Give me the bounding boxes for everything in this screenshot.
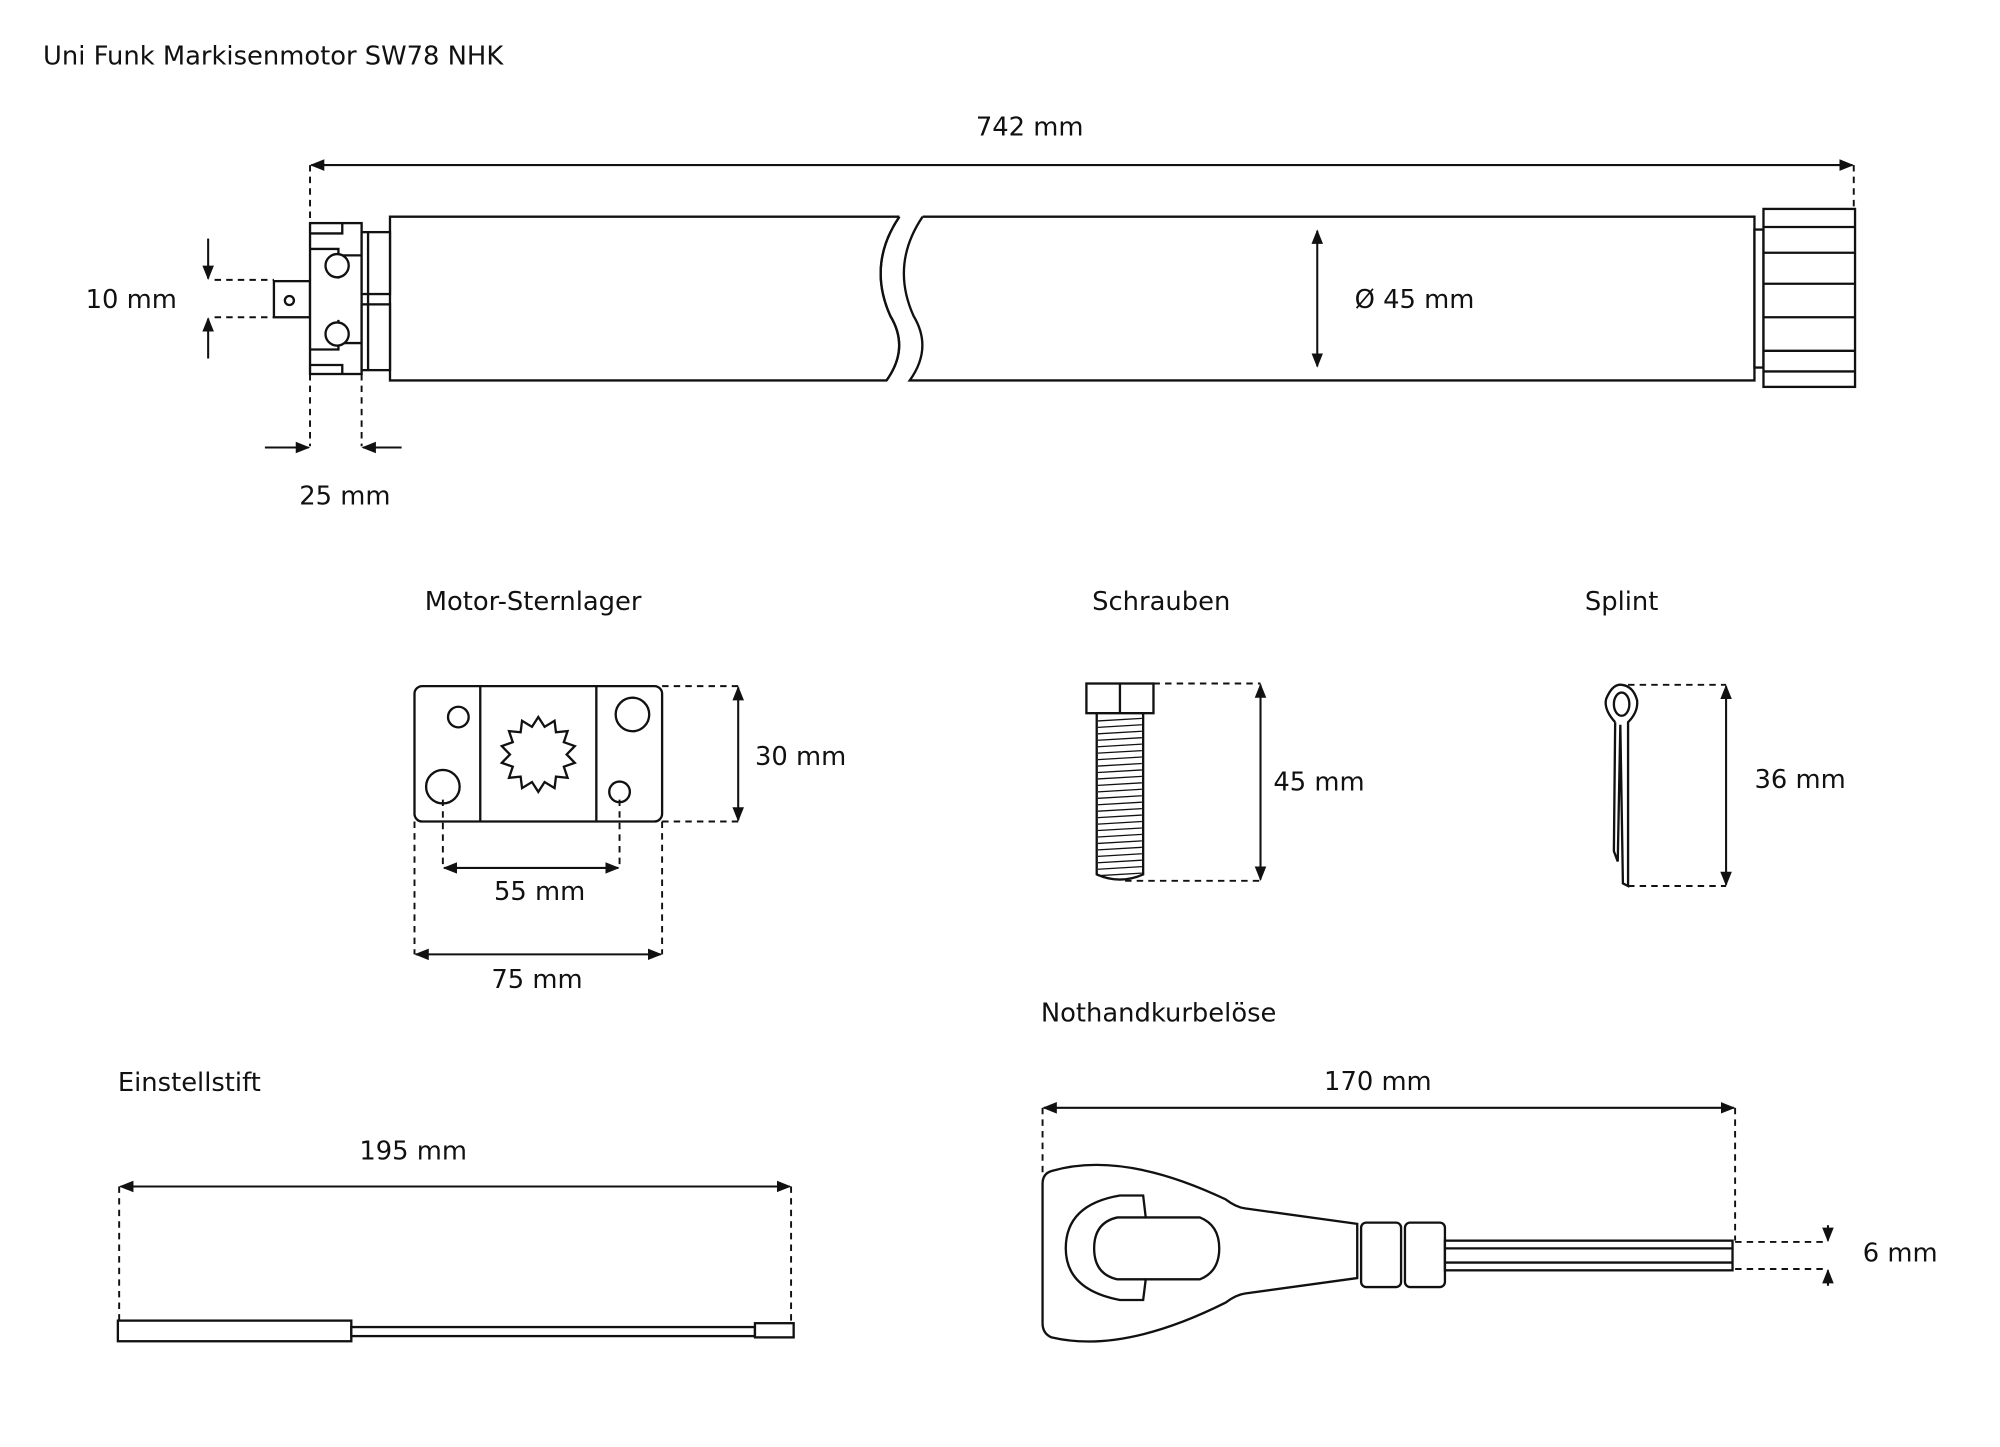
splint-drawing: Splint 36 mm xyxy=(1585,587,1846,888)
screw-thread xyxy=(1097,788,1142,793)
screw-thread xyxy=(1097,724,1142,729)
screw-thread xyxy=(1097,846,1142,851)
screw-thread xyxy=(1097,814,1142,819)
sternlager-drawing: Motor-Sternlager 30 mm 55 mm 75 mm xyxy=(413,587,846,995)
einstellstift-length-label: 195 mm xyxy=(359,1136,467,1166)
screw-thread xyxy=(1097,775,1142,780)
screw-thread xyxy=(1097,853,1142,857)
screw-thread xyxy=(1097,807,1142,812)
schrauben-title: Schrauben xyxy=(1092,587,1230,617)
kurbel-drawing: Nothandkurbelöse 170 mm 6 mm xyxy=(1041,998,1938,1343)
sternlager-width-label: 75 mm xyxy=(491,965,582,995)
screw-thread xyxy=(1097,717,1142,722)
splint-length-label: 36 mm xyxy=(1754,765,1845,795)
screw-thread xyxy=(1097,743,1142,748)
motor-head-label: 25 mm xyxy=(299,481,390,511)
screw-thread xyxy=(1097,833,1142,838)
screw-thread xyxy=(1097,866,1142,870)
screw-thread xyxy=(1097,769,1142,774)
star-socket xyxy=(499,714,577,794)
page-title: Uni Funk Markisenmotor SW78 NHK xyxy=(43,41,504,71)
motor-tube xyxy=(388,215,901,382)
screw-thread xyxy=(1097,795,1142,799)
motor-pin-label: 10 mm xyxy=(86,285,177,315)
screw-thread xyxy=(1097,859,1142,864)
einstellstift-title: Einstellstift xyxy=(118,1068,261,1098)
screw-thread xyxy=(1097,820,1142,825)
kurbel-length-label: 170 mm xyxy=(1324,1067,1432,1097)
schrauben-length-label: 45 mm xyxy=(1273,768,1364,798)
screw-thread xyxy=(1097,762,1142,767)
screw-thread xyxy=(1097,840,1142,845)
motor-diameter-label: Ø 45 mm xyxy=(1355,285,1475,315)
kurbel-diameter-label: 6 mm xyxy=(1863,1238,1938,1268)
sternlager-height-label: 30 mm xyxy=(755,742,846,772)
motor-drawing: 742 mm Ø 45 mm 10 mm 25 mm xyxy=(86,112,1857,511)
sternlager-spacing-label: 55 mm xyxy=(494,877,585,907)
schraube-drawing: Schrauben 45 mm xyxy=(1085,587,1365,882)
screw-thread xyxy=(1097,756,1142,761)
screw-thread xyxy=(1097,827,1142,832)
screw-thread xyxy=(1097,737,1142,741)
screw-thread xyxy=(1097,730,1142,735)
screw-thread xyxy=(1097,872,1142,877)
screw-thread xyxy=(1097,801,1142,806)
splint-title: Splint xyxy=(1585,587,1659,617)
kurbel-title: Nothandkurbelöse xyxy=(1041,998,1277,1028)
screw-thread xyxy=(1097,749,1142,754)
einstellstift-drawing: Einstellstift 195 mm xyxy=(116,1068,795,1343)
screw-thread xyxy=(1097,782,1142,787)
motor-length-label: 742 mm xyxy=(976,112,1084,142)
sternlager-title: Motor-Sternlager xyxy=(425,587,642,617)
